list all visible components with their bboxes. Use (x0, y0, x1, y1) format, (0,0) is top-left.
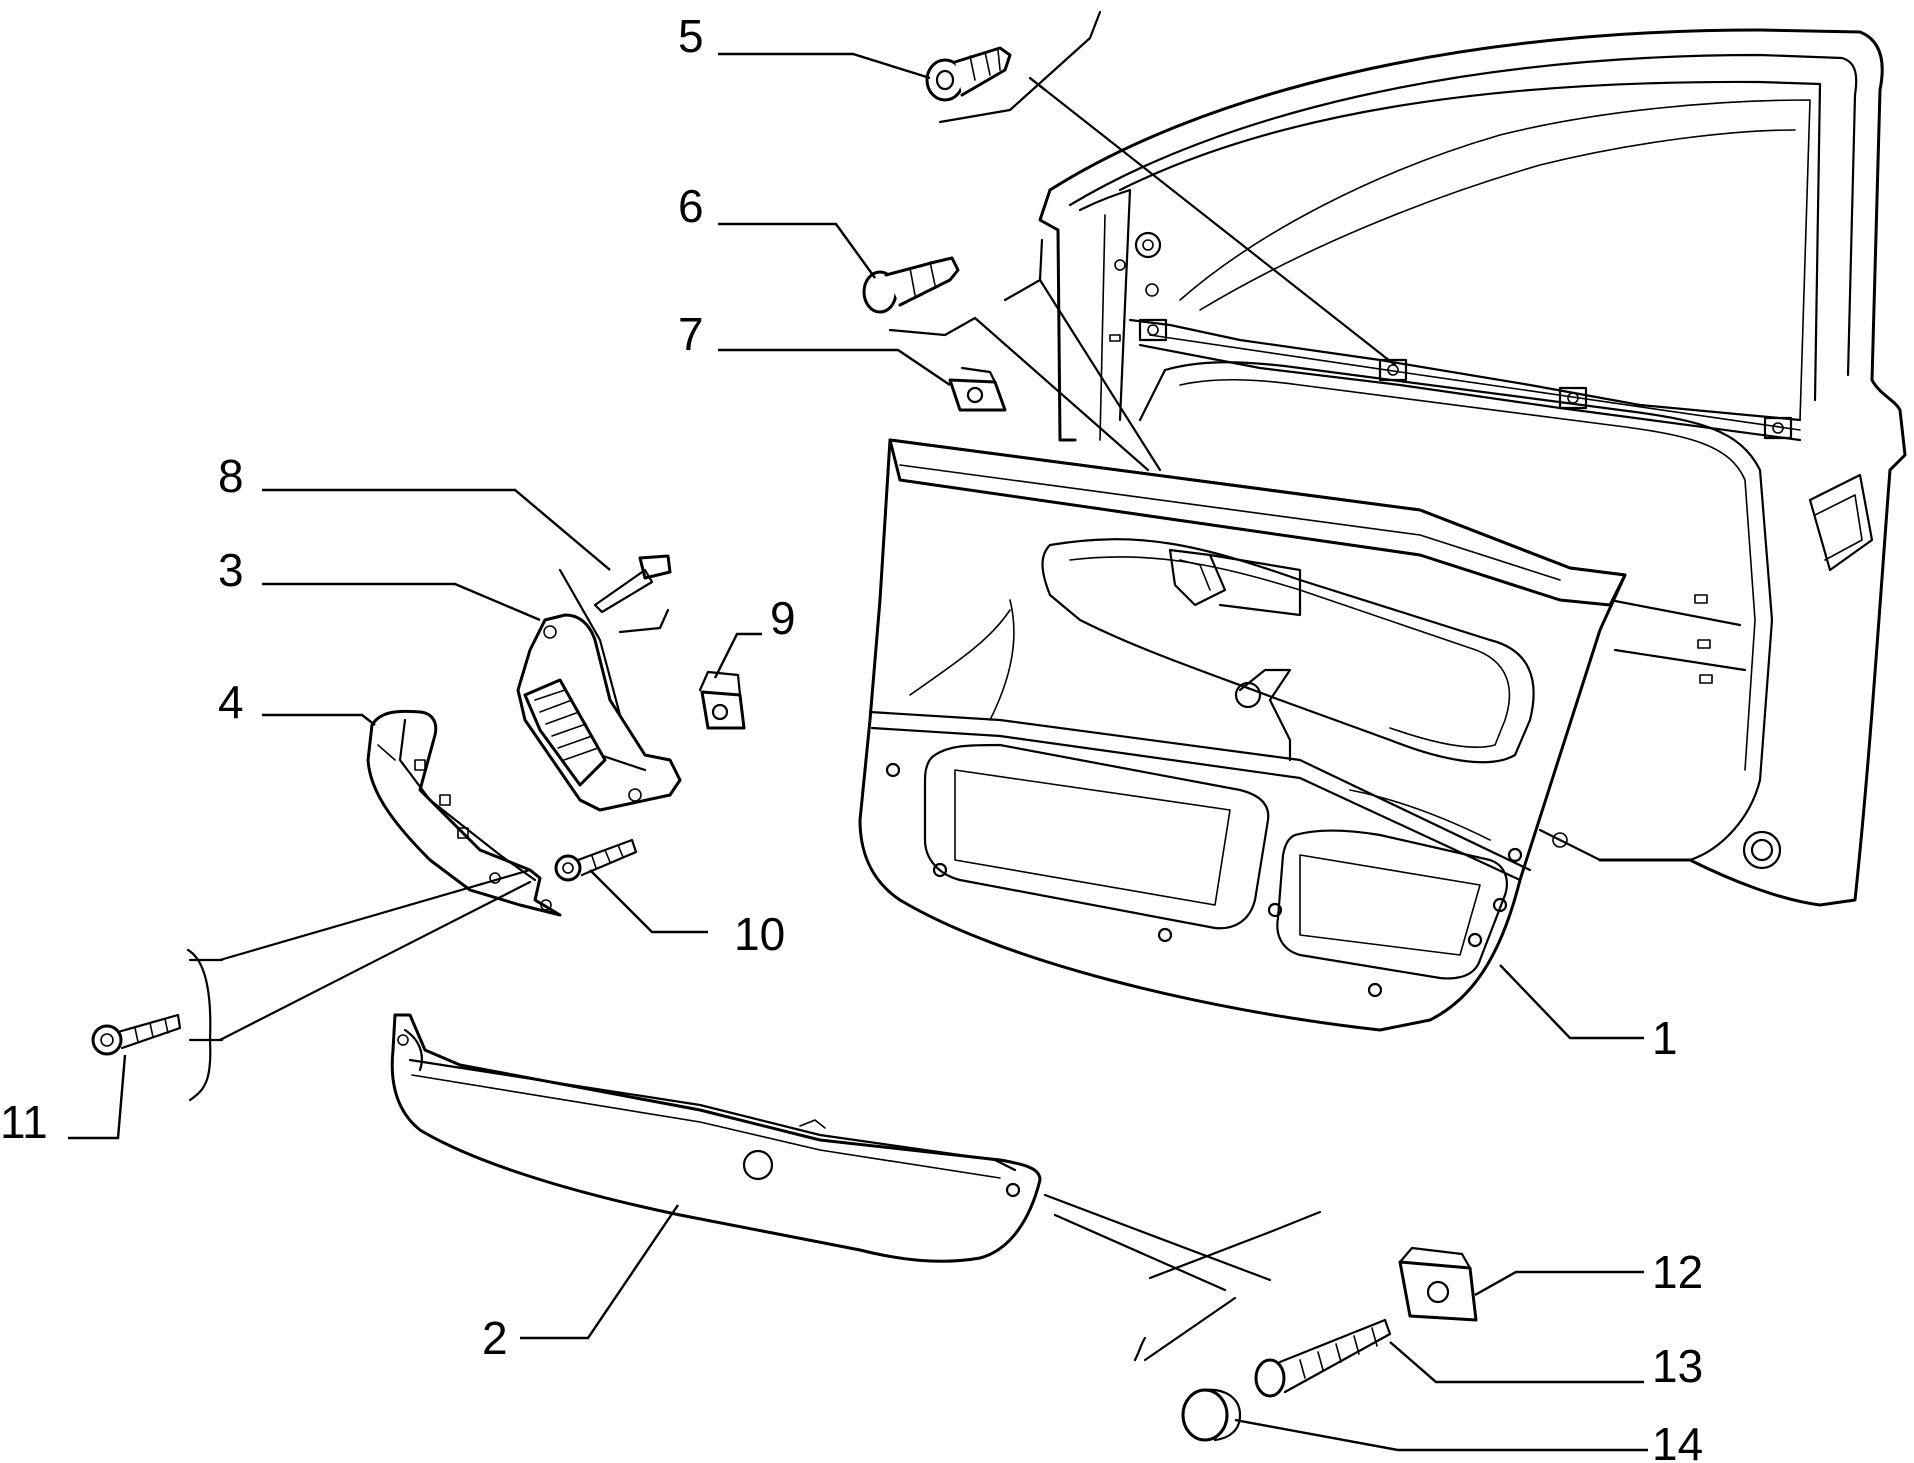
label-3: 3 (218, 544, 244, 596)
label-1: 1 (1652, 1012, 1678, 1064)
door-trim-panel (858, 438, 1627, 1032)
label-9: 9 (770, 592, 796, 644)
inside-handle-bezel (516, 613, 682, 812)
label-6: 6 (678, 180, 704, 232)
label-14: 14 (1652, 1418, 1703, 1463)
label-12: 12 (1652, 1246, 1703, 1298)
clip (862, 256, 960, 314)
armrest-bracket (366, 709, 562, 917)
leader-lines (68, 52, 1648, 1452)
assembly-lines (186, 10, 1397, 1362)
label-10: 10 (734, 908, 785, 960)
door-frame (1038, 28, 1907, 907)
long-screw (1254, 1318, 1392, 1398)
part-labels: 1 2 3 4 5 6 7 8 9 10 11 12 13 14 (0, 10, 1703, 1463)
label-11: 11 (0, 1096, 48, 1148)
push-rivet (925, 46, 1012, 102)
screw-10 (554, 838, 638, 882)
armrest-pocket (390, 1013, 1042, 1263)
spring-nut (948, 366, 1007, 412)
screw-11 (91, 1013, 182, 1056)
label-5: 5 (678, 10, 704, 62)
label-13: 13 (1652, 1340, 1703, 1392)
label-8: 8 (218, 450, 244, 502)
spring-nut-12 (1398, 1246, 1478, 1322)
label-4: 4 (218, 676, 244, 728)
label-7: 7 (678, 308, 704, 360)
spring-nut-9 (698, 670, 746, 730)
screw (593, 554, 672, 614)
label-2: 2 (482, 1312, 508, 1364)
cap (1181, 1388, 1242, 1442)
